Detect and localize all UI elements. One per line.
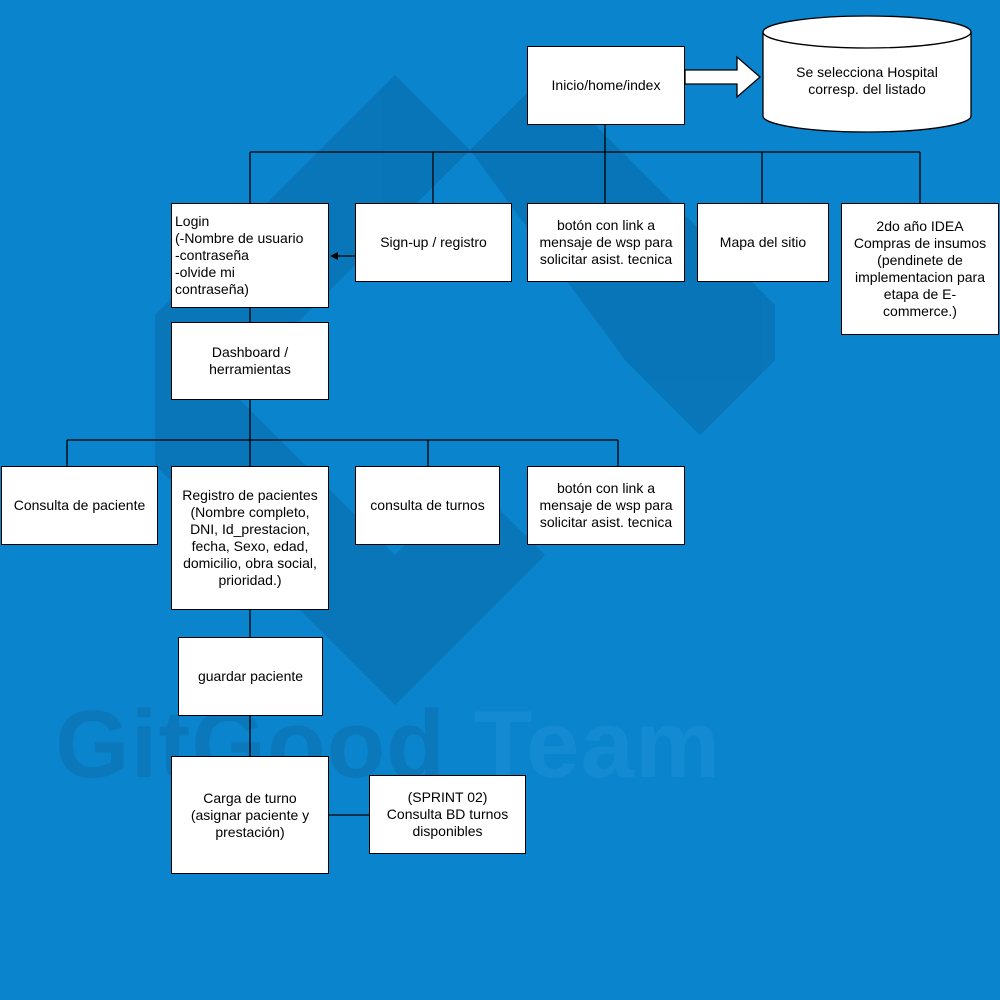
sprint-node: (SPRINT 02) Consulta BD turnos disponibl… [369,775,526,854]
site-map-node: Mapa del sitio [697,203,829,282]
guardar-paciente-node: guardar paciente [178,637,323,716]
hospital-selection-label: Se selecciona Hospital corresp. del list… [796,64,938,97]
dashboard-node: Dashboard / herramientas [171,322,329,400]
arrow-inicio-to-hospital [684,55,761,99]
wsp-support-node-top: botón con link a mensaje de wsp para sol… [527,203,685,282]
wsp-support-node-bottom: botón con link a mensaje de wsp para sol… [527,466,685,545]
login-node: Login (-Nombre de usuario -contraseña -o… [171,203,329,308]
database-cylinder [762,15,972,133]
consulta-turnos-node: consulta de turnos [355,466,500,545]
carga-turno-node: Carga de turno (asignar paciente y prest… [171,756,329,874]
arrowhead-login [330,252,338,260]
consulta-paciente-node: Consulta de paciente [1,466,158,545]
signup-node: Sign-up / registro [355,203,512,282]
idea-node: 2do año IDEA Compras de insumos (pendine… [841,203,999,335]
registro-pacientes-node: Registro de pacientes (Nombre completo, … [171,466,329,610]
inicio-node: Inicio/home/index [527,46,685,125]
